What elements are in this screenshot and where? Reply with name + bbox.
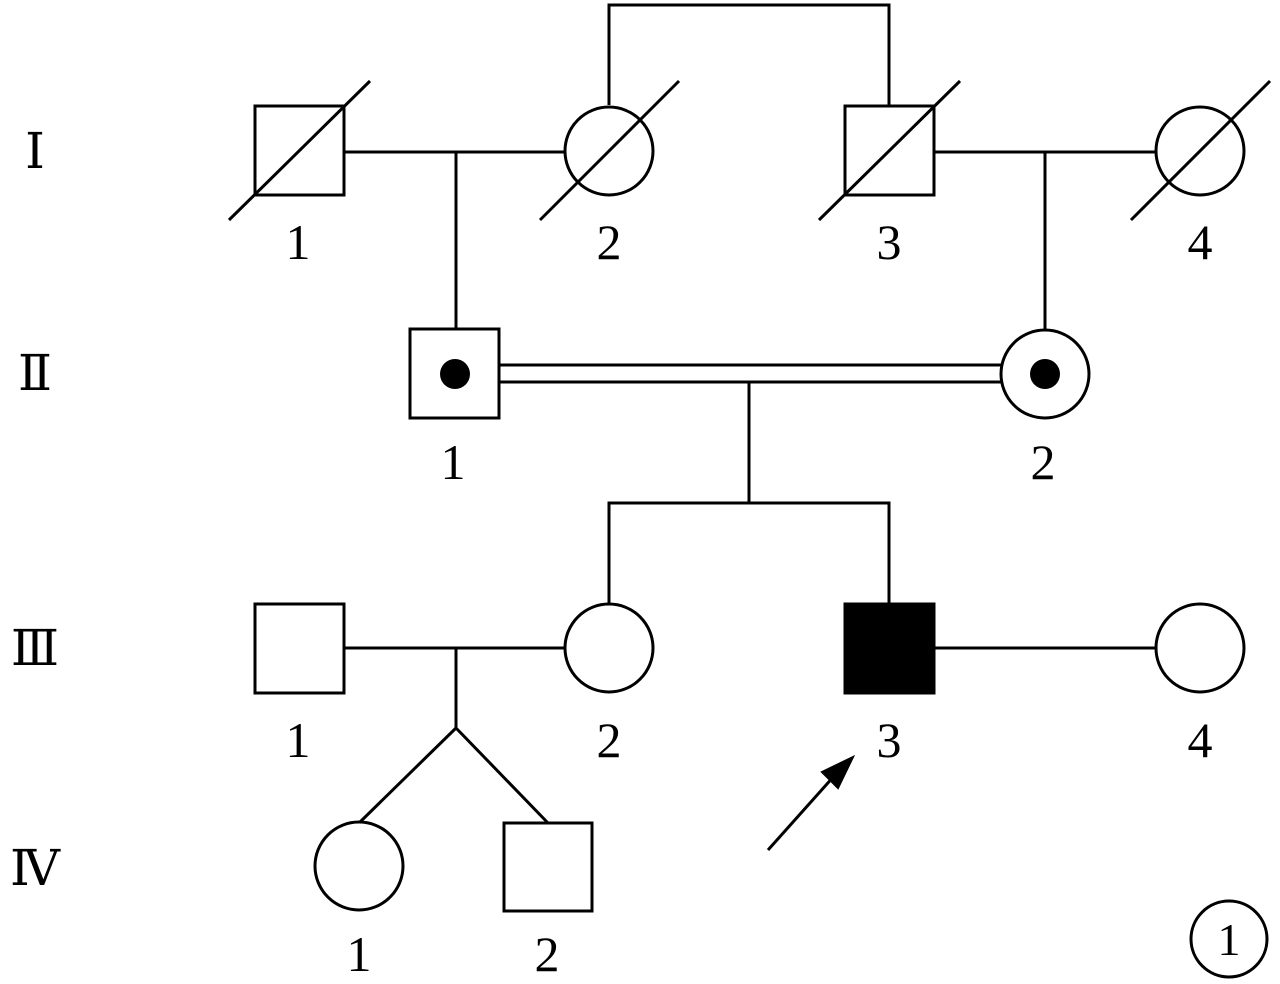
individual-IV1: 1 <box>313 820 405 982</box>
panel-label-circle <box>1189 899 1269 979</box>
generation-label-III: Ⅲ <box>11 620 59 676</box>
twin-line-IV1 <box>357 726 458 825</box>
individual-number: 1 <box>286 712 311 768</box>
individual-I3: 3 <box>817 79 962 270</box>
male-symbol-affected <box>843 602 936 695</box>
carrier-dot <box>1030 359 1060 389</box>
individual-number: 4 <box>1188 712 1213 768</box>
individual-number: 2 <box>597 214 622 270</box>
individual-number: 4 <box>1188 214 1213 270</box>
individual-number: 1 <box>286 214 311 270</box>
male-symbol <box>502 821 594 913</box>
sibship-line-I2-I3 <box>607 3 891 105</box>
individual-I1: 1 <box>227 79 372 270</box>
individual-number: 3 <box>877 712 902 768</box>
sibship-line-III2-III3 <box>607 501 891 604</box>
female-symbol <box>313 820 405 912</box>
individual-number: 2 <box>597 712 622 768</box>
individual-number: 1 <box>441 434 466 490</box>
individual-III3: 3 <box>843 602 936 768</box>
individual-III4: 4 <box>1154 602 1246 768</box>
female-symbol <box>1154 602 1246 694</box>
individual-IV2: 2 <box>502 821 594 982</box>
female-symbol <box>563 602 655 694</box>
individual-II2: 2 <box>999 328 1091 490</box>
proband-arrow-shaft <box>766 774 837 851</box>
carrier-dot <box>440 359 470 389</box>
individual-III2: 2 <box>563 602 655 768</box>
individual-III1: 1 <box>253 602 346 768</box>
individual-number: 2 <box>1031 434 1056 490</box>
twin-line-IV2 <box>454 726 550 825</box>
individual-number: 2 <box>535 926 560 982</box>
generation-label-I: Ⅰ <box>25 123 45 179</box>
proband-arrow-head <box>820 754 856 790</box>
individual-number: 1 <box>347 926 372 982</box>
individual-II1: 1 <box>408 327 501 490</box>
generation-label-II: Ⅱ <box>18 345 52 401</box>
panel-label-number: 1 <box>1218 914 1241 965</box>
male-symbol <box>253 602 346 695</box>
proband-arrow-icon <box>766 754 856 851</box>
generation-label-IV: Ⅳ <box>10 840 61 896</box>
deceased-slash <box>227 79 372 222</box>
deceased-slash <box>538 79 681 222</box>
individual-I2: 2 <box>538 79 681 270</box>
deceased-slash <box>1129 79 1272 222</box>
individual-I4: 4 <box>1129 79 1272 270</box>
deceased-slash <box>817 79 962 222</box>
individual-number: 3 <box>877 214 902 270</box>
panel-label: 1 <box>1189 899 1269 979</box>
